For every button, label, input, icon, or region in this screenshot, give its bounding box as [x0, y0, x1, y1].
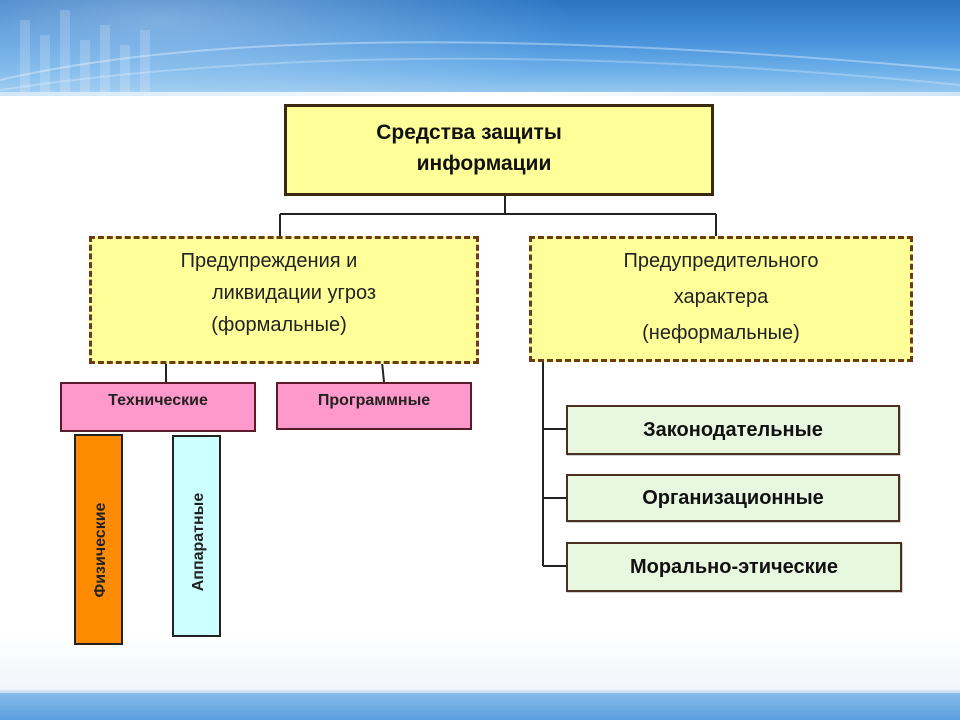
hardware-label: Аппаратные — [190, 492, 207, 592]
technical-label: Технические — [108, 392, 208, 409]
legislative-label: Законодательные — [643, 418, 823, 441]
formal-label-line3: (формальные) — [211, 314, 347, 336]
root-label-line2: информации — [416, 152, 552, 175]
formal-label-line2: ликвидации угроз — [211, 282, 377, 304]
software-node: Программные — [276, 382, 472, 430]
footer-band — [0, 690, 960, 720]
banner-glow — [0, 0, 580, 96]
header-banner — [0, 0, 960, 96]
moral-ethical-node: Морально-этические — [566, 542, 902, 592]
formal-label-line1: Предупреждения и — [180, 250, 358, 272]
hardware-node: Аппаратные — [172, 435, 221, 637]
physical-node: Физические — [74, 434, 123, 645]
software-label: Программные — [317, 392, 431, 409]
root-node: Средства защиты информации — [284, 104, 714, 196]
moral-ethical-label: Морально-этические — [629, 555, 839, 578]
physical-label: Физические — [92, 502, 109, 598]
informal-label-line3: (неформальные) — [642, 322, 800, 344]
header-strip — [0, 92, 960, 96]
footer-line — [0, 690, 960, 693]
technical-node: Технические — [60, 382, 256, 432]
organizational-label: Организационные — [642, 486, 824, 509]
informal-node: Предупредительного характера (неформальн… — [529, 236, 913, 362]
informal-label-line1: Предупредительного — [623, 250, 819, 272]
legislative-node: Законодательные — [566, 405, 900, 455]
organizational-node: Организационные — [566, 474, 900, 522]
informal-label-line2: характера — [673, 286, 769, 308]
root-label-line1: Средства защиты — [376, 121, 562, 144]
formal-node: Предупреждения и ликвидации угроз (форма… — [89, 236, 479, 364]
banner-decoration — [0, 10, 960, 96]
